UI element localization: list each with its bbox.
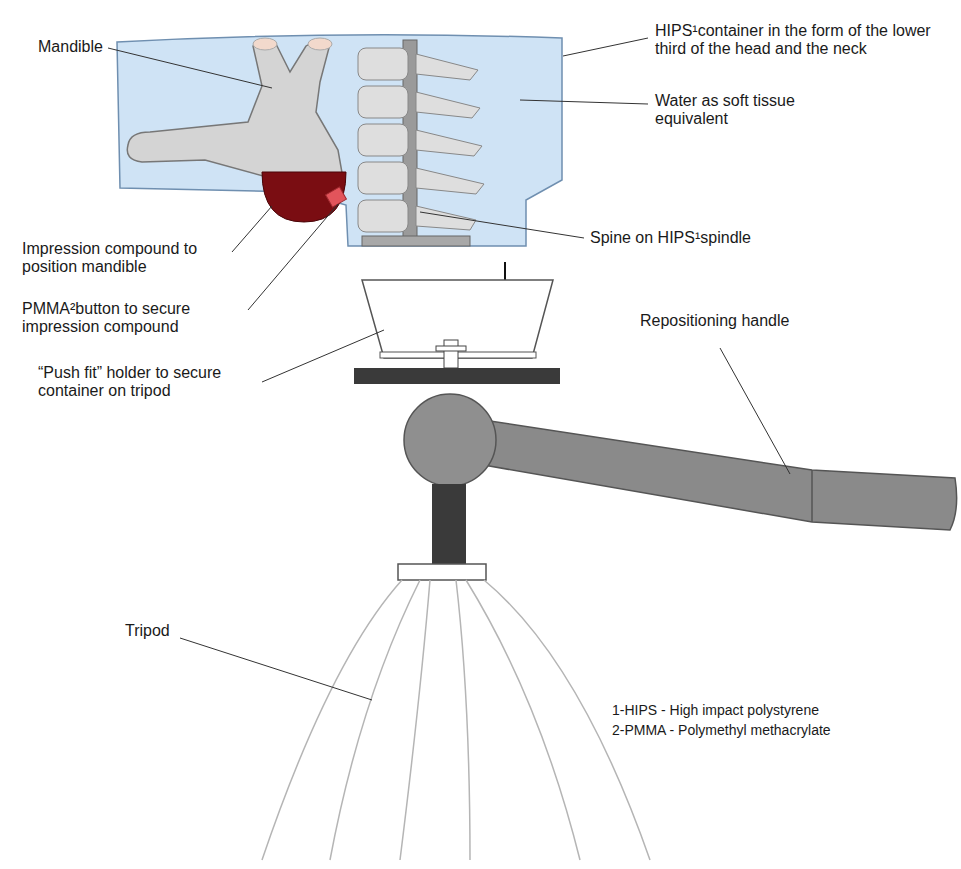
screw-nut [436,346,466,351]
part-label: HIPS¹container in the form of the lower … [655,22,951,58]
spinous-process [416,168,484,194]
leader-line [108,48,272,88]
tripod-leg [484,580,650,860]
part-label: PMMA²button to secure impression compoun… [22,300,244,336]
handle-grip-edge [811,470,813,522]
leader-line [563,38,648,56]
part-label: “Push fit” holder to secure container on… [38,364,260,400]
vertebra [358,162,408,194]
tripod-leg [456,580,470,860]
coronoid [308,38,332,50]
leader-line [180,638,372,700]
leader-line [232,206,272,252]
part-label: Tripod [125,622,205,640]
spinous-process [416,206,476,230]
leader-line [262,330,384,382]
vertebra [358,48,408,80]
repositioning-handle [466,418,957,530]
tripod-leg [466,580,580,860]
part-label: Spine on HIPS¹spindle [590,229,840,247]
push-fit-holder [362,280,553,358]
leader-line [420,212,584,238]
condyle [253,38,277,50]
mandible [127,41,344,186]
part-label: Impression compound to position mandible [22,240,232,276]
part-label: Repositioning handle [640,312,840,330]
footnote: 2-PMMA - Polymethyl methacrylate [612,722,912,739]
leader-line [520,100,648,104]
footnote: 1-HIPS - High impact polystyrene [612,702,912,719]
ball-head [404,394,496,486]
spinous-process [416,54,478,80]
part-label: Mandible [38,38,118,56]
vertebra [358,86,408,118]
tripod-leg [400,580,430,860]
tripod-legs [262,580,650,860]
base-plate [362,236,470,246]
leader-line [720,348,790,474]
spinous-process [416,130,482,156]
tripod-column [432,484,466,564]
mount-screw [444,340,458,368]
leader-line [248,204,338,310]
tripod-leg [330,580,420,860]
pmma-button [326,187,347,207]
vertebra [358,200,408,232]
tripod-leg [262,580,402,860]
impression-compound [262,172,346,222]
vertebra [358,124,408,156]
tripod-plate [398,564,486,580]
tripod-head-plate [354,368,560,384]
spinous-process [416,92,480,118]
part-label: Water as soft tissue equivalent [655,92,855,128]
spine [358,40,484,246]
